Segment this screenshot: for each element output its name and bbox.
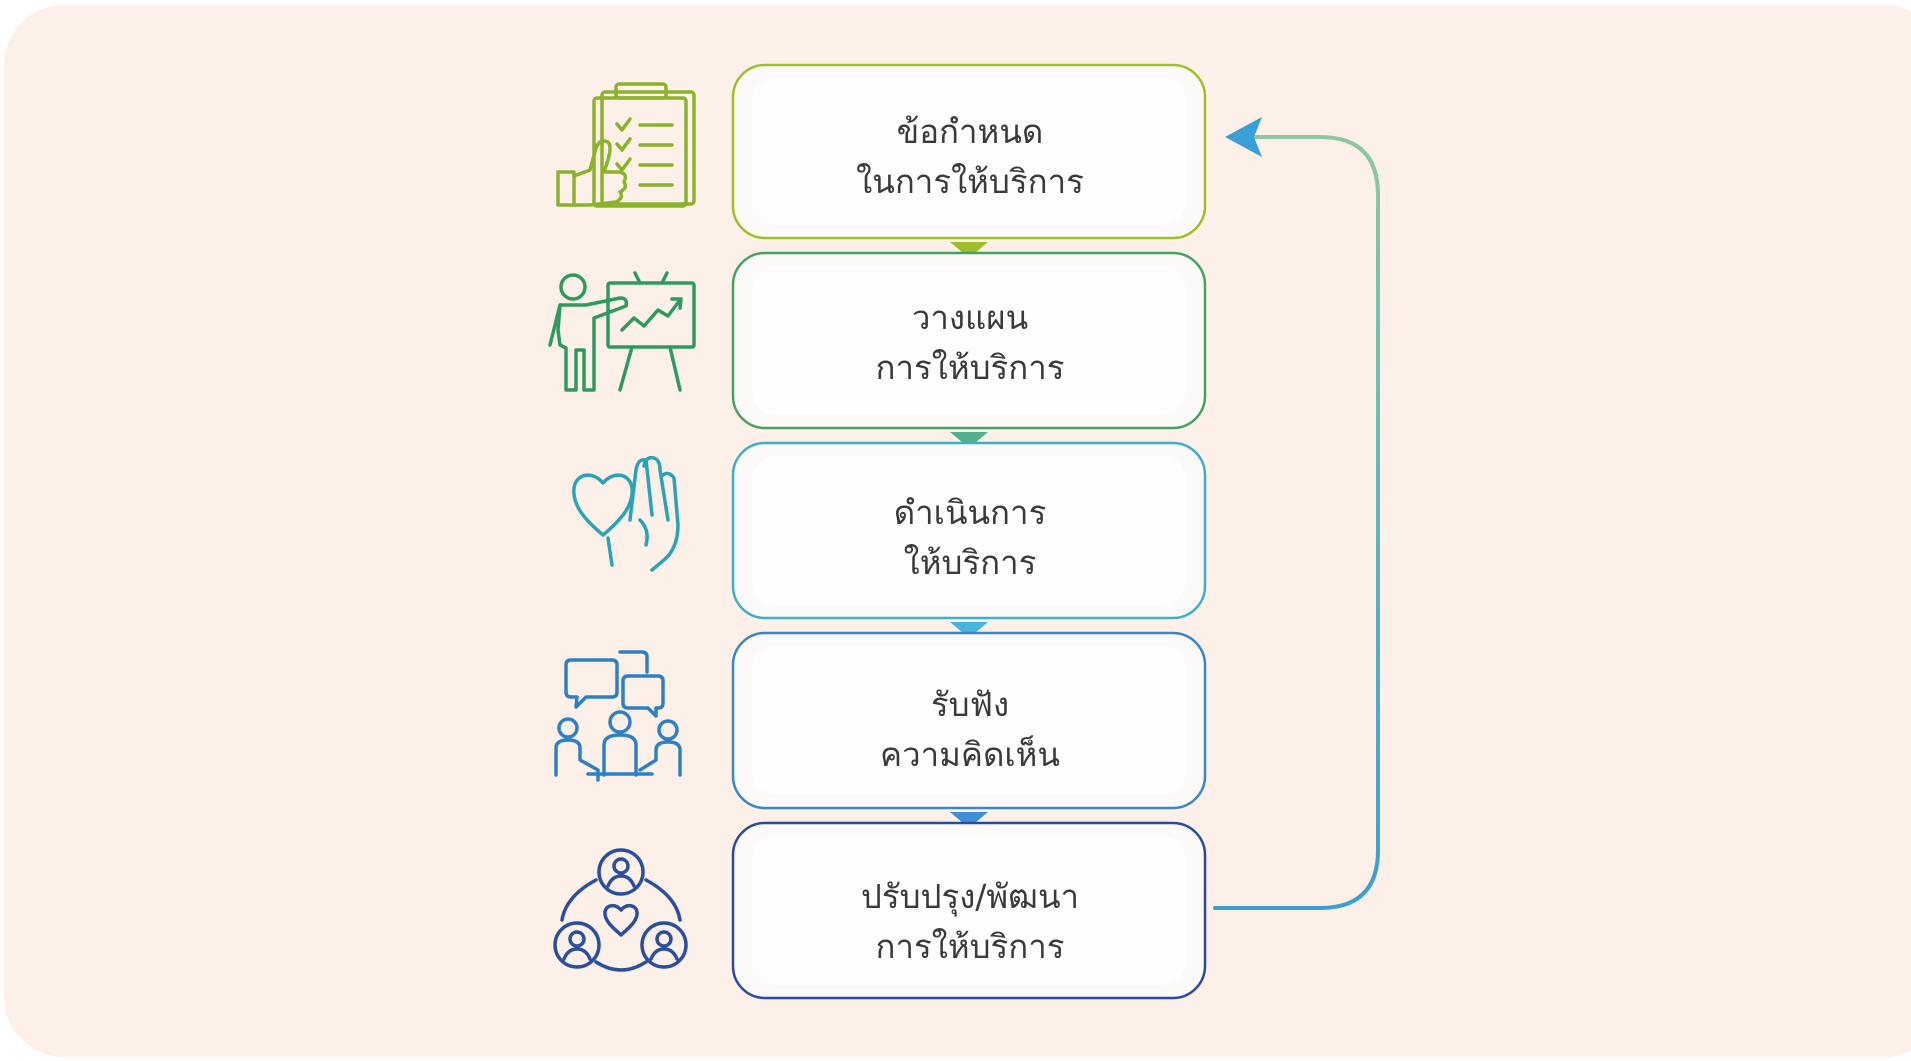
- step-5-line-2: การให้บริการ: [875, 927, 1065, 966]
- presentation-chart-icon: [548, 271, 696, 392]
- step-2-line-2: การให้บริการ: [875, 348, 1065, 387]
- step-box-2: [731, 251, 1207, 430]
- step-label-5: ปรับปรุง/พัฒนา การให้บริการ: [735, 872, 1205, 972]
- step-1-line-2: ในการให้บริการ: [856, 162, 1084, 201]
- feedback-arrowhead: [1225, 117, 1262, 157]
- step-connector-3: [950, 622, 988, 638]
- step-connector-2: [950, 432, 988, 448]
- step-label-2: วางแผน การให้บริการ: [735, 293, 1205, 393]
- checklist-thumbs-up-icon: [556, 82, 696, 208]
- step-box-4: [731, 631, 1207, 810]
- step-4-line-1: รับฟัง: [930, 685, 1010, 724]
- step-5-line-1: ปรับปรุง/พัฒนา: [860, 877, 1080, 916]
- step-connector-1: [950, 242, 988, 258]
- community-cycle-icon: [553, 848, 688, 972]
- heart-hand-icon: [572, 455, 680, 572]
- step-2-line-1: วางแผน: [911, 298, 1029, 337]
- step-box-5: [731, 821, 1207, 1000]
- step-3-line-1: ดำเนินการ: [893, 493, 1047, 532]
- step-label-3: ดำเนินการ ให้บริการ: [735, 488, 1205, 588]
- step-box-3: [731, 441, 1207, 620]
- step-4-line-2: ความคิดเห็น: [880, 735, 1060, 774]
- step-label-1: ข้อกำหนด ในการให้บริการ: [735, 107, 1205, 207]
- step-box-1: [731, 63, 1207, 240]
- step-3-line-2: ให้บริการ: [903, 543, 1037, 582]
- step-connector-4: [950, 812, 988, 828]
- meeting-discussion-icon: [554, 650, 682, 782]
- step-label-4: รับฟัง ความคิดเห็น: [735, 680, 1205, 780]
- step-1-line-1: ข้อกำหนด: [896, 112, 1044, 151]
- feedback-loop-arrow: [1213, 135, 1380, 910]
